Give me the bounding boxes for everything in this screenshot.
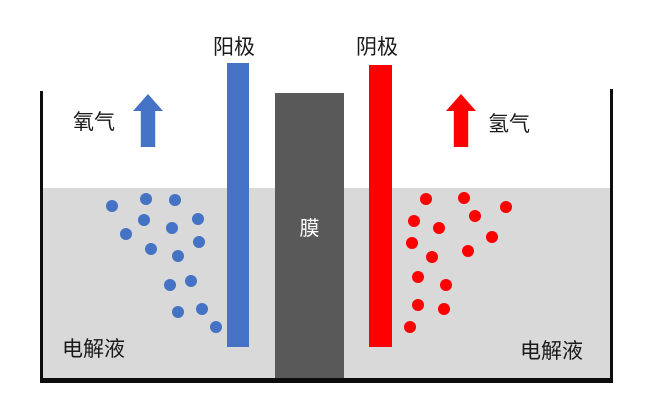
blue-gas-bubble (120, 228, 132, 240)
container-wall-left (40, 91, 43, 383)
red-gas-bubble (469, 210, 481, 222)
blue-gas-bubble (172, 306, 184, 318)
blue-gas-bubble (169, 194, 181, 206)
red-gas-bubble (433, 222, 445, 234)
blue-gas-bubble (192, 213, 204, 225)
red-gas-bubble (440, 279, 452, 291)
red-gas-bubble (438, 303, 450, 315)
cathode-electrode-bar (369, 65, 392, 347)
red-gas-bubble (412, 271, 424, 283)
red-gas-bubble (404, 321, 416, 333)
blue-gas-bubble (164, 279, 176, 291)
red-gas-bubble (412, 299, 424, 311)
blue-gas-bubble (196, 303, 208, 315)
membrane-label: 膜 (299, 218, 320, 240)
red-gas-bubble (458, 192, 470, 204)
blue-gas-bubble (193, 236, 205, 248)
red-gas-bubble (486, 231, 498, 243)
red-gas-bubble (420, 193, 432, 205)
blue-gas-bubble (210, 321, 222, 333)
oxygen-up-arrow-icon (133, 94, 163, 147)
container-wall-bottom (40, 378, 613, 383)
membrane-block: 膜 (275, 93, 344, 378)
blue-gas-bubble (145, 243, 157, 255)
red-gas-bubble (462, 245, 474, 257)
hydrogen-up-arrow-icon (446, 94, 476, 147)
red-gas-bubble (500, 201, 512, 213)
anode-electrode-bar (227, 63, 249, 347)
blue-gas-bubble (185, 275, 197, 287)
electrolyte-label-right: 电解液 (520, 340, 583, 363)
oxygen-gas-label: 氧气 (73, 111, 115, 134)
container-wall-right (610, 89, 613, 383)
blue-gas-bubble (138, 214, 150, 226)
blue-gas-bubble (140, 193, 152, 205)
blue-gas-bubble (166, 222, 178, 234)
cathode-label: 阴极 (356, 36, 398, 59)
electrolyte-label-left: 电解液 (62, 338, 125, 361)
red-gas-bubble (426, 251, 438, 263)
red-gas-bubble (408, 215, 420, 227)
hydrogen-gas-label: 氢气 (488, 113, 530, 136)
red-gas-bubble (406, 237, 418, 249)
blue-gas-bubble (106, 200, 118, 212)
anode-label: 阳极 (213, 36, 255, 59)
blue-gas-bubble (172, 250, 184, 262)
